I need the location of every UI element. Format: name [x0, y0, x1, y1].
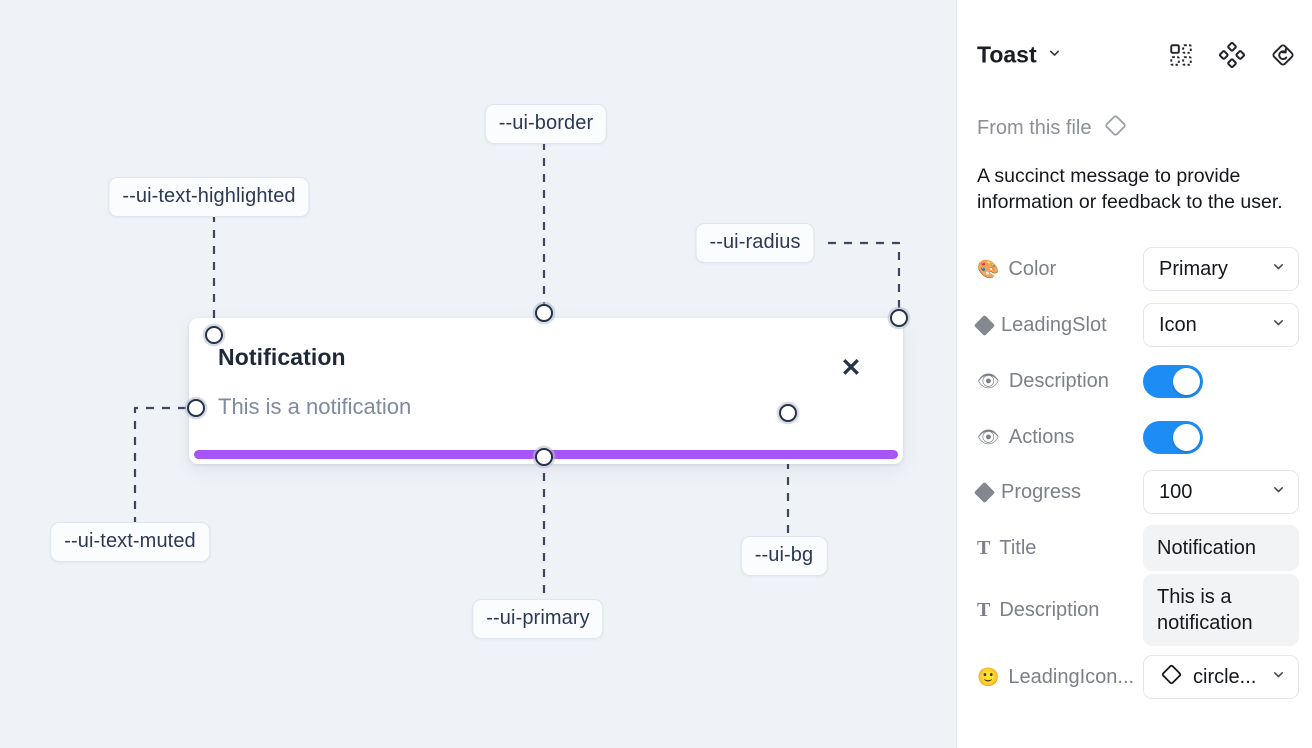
chevron-down-icon [1271, 667, 1286, 687]
panel-header-actions [1168, 41, 1296, 69]
actions-visible-toggle[interactable] [1143, 420, 1203, 454]
leadingicon-select-value: circle... [1193, 665, 1257, 688]
token-anchor-dot-text-muted[interactable] [187, 399, 205, 417]
property-row-description-text: T Description This is a notification [957, 573, 1312, 647]
color-select[interactable]: Primary [1143, 247, 1299, 291]
page-title: Toast [977, 41, 1037, 68]
toast-component-preview[interactable]: Notification This is a notification ✕ [189, 318, 903, 464]
component-set-icon[interactable] [1218, 41, 1246, 69]
chevron-down-icon [1271, 482, 1286, 502]
token-anchor-dot-border[interactable] [535, 304, 553, 322]
toast-description: This is a notification [218, 394, 412, 419]
property-label-leadingslot: LeadingSlot [973, 314, 1107, 337]
close-icon[interactable]: ✕ [840, 353, 862, 382]
property-label-description-visible: 👁 Description [977, 369, 1109, 392]
leadingslot-select[interactable]: Icon [1143, 303, 1299, 347]
property-row-actions-visible: 👁 Actions [957, 413, 1312, 461]
property-row-description-visible: 👁 Description [957, 357, 1312, 405]
design-canvas[interactable]: Notification This is a notification ✕ --… [0, 0, 956, 748]
progress-select-value: 100 [1159, 480, 1193, 503]
chevron-down-icon [1271, 315, 1286, 335]
token-anchor-dot-primary[interactable] [535, 448, 553, 466]
property-label-description-text: T Description [977, 598, 1100, 621]
token-pill-border[interactable]: --ui-border [484, 104, 608, 144]
title-input[interactable]: Notification [1143, 524, 1299, 572]
panel-header: Toast [957, 0, 1312, 104]
color-select-value: Primary [1159, 257, 1228, 280]
token-anchor-dot-text-highlighted[interactable] [205, 326, 223, 344]
component-description: A succinct message to provide informatio… [977, 165, 1283, 214]
component-grid-icon[interactable] [1168, 42, 1194, 68]
property-label-actions-visible: 👁 Actions [977, 425, 1075, 448]
from-this-file-row[interactable]: From this file [977, 113, 1128, 143]
property-label-progress: Progress [973, 481, 1081, 504]
component-name-dropdown[interactable]: Toast [977, 42, 1062, 69]
toggle-knob [1173, 423, 1200, 451]
leadingslot-select-value: Icon [1159, 313, 1197, 336]
token-pill-text-highlighted[interactable]: --ui-text-highlighted [108, 177, 310, 217]
property-row-color: 🎨 Color Primary [957, 245, 1312, 293]
variant-diamond-icon [973, 481, 996, 503]
from-this-file-label: From this file [977, 116, 1092, 139]
token-pill-primary[interactable]: --ui-primary [472, 599, 604, 639]
leadingicon-select[interactable]: circle... [1143, 655, 1299, 699]
smiley-emoji-icon: 🙂 [977, 667, 1000, 687]
property-label-title: T Title [977, 536, 1037, 559]
description-visible-toggle[interactable] [1143, 364, 1203, 398]
property-row-leadingslot: LeadingSlot Icon [957, 301, 1312, 349]
reset-instance-icon[interactable] [1270, 42, 1296, 68]
description-input[interactable]: This is a notification [1143, 573, 1299, 647]
progress-select[interactable]: 100 [1143, 470, 1299, 514]
toggle-knob [1173, 367, 1200, 395]
eye-emoji-icon: 👁 [977, 371, 1000, 391]
token-anchor-dot-radius[interactable] [890, 309, 908, 327]
token-pill-bg[interactable]: --ui-bg [740, 536, 828, 576]
text-type-icon: T [977, 598, 991, 621]
text-type-icon: T [977, 536, 991, 559]
chevron-down-icon[interactable] [1047, 45, 1062, 65]
property-label-color: 🎨 Color [977, 257, 1057, 280]
component-diamond-icon [1159, 662, 1184, 692]
variant-diamond-icon [973, 314, 996, 336]
token-anchor-dot-bg[interactable] [779, 404, 797, 422]
chevron-down-icon [1271, 259, 1286, 279]
property-row-leadingicon: 🙂 LeadingIcon... circle... [957, 653, 1312, 701]
component-diamond-icon [1103, 113, 1128, 143]
property-row-progress: Progress 100 [957, 468, 1312, 516]
toast-title: Notification [218, 344, 346, 370]
property-label-leadingicon: 🙂 LeadingIcon... [977, 665, 1135, 688]
eye-emoji-icon: 👁 [977, 427, 1000, 447]
token-pill-radius[interactable]: --ui-radius [695, 223, 815, 263]
property-row-title: T Title Notification [957, 524, 1312, 572]
token-pill-text-muted[interactable]: --ui-text-muted [50, 522, 210, 562]
palette-emoji-icon: 🎨 [977, 259, 1000, 279]
properties-panel: Toast [956, 0, 1312, 748]
